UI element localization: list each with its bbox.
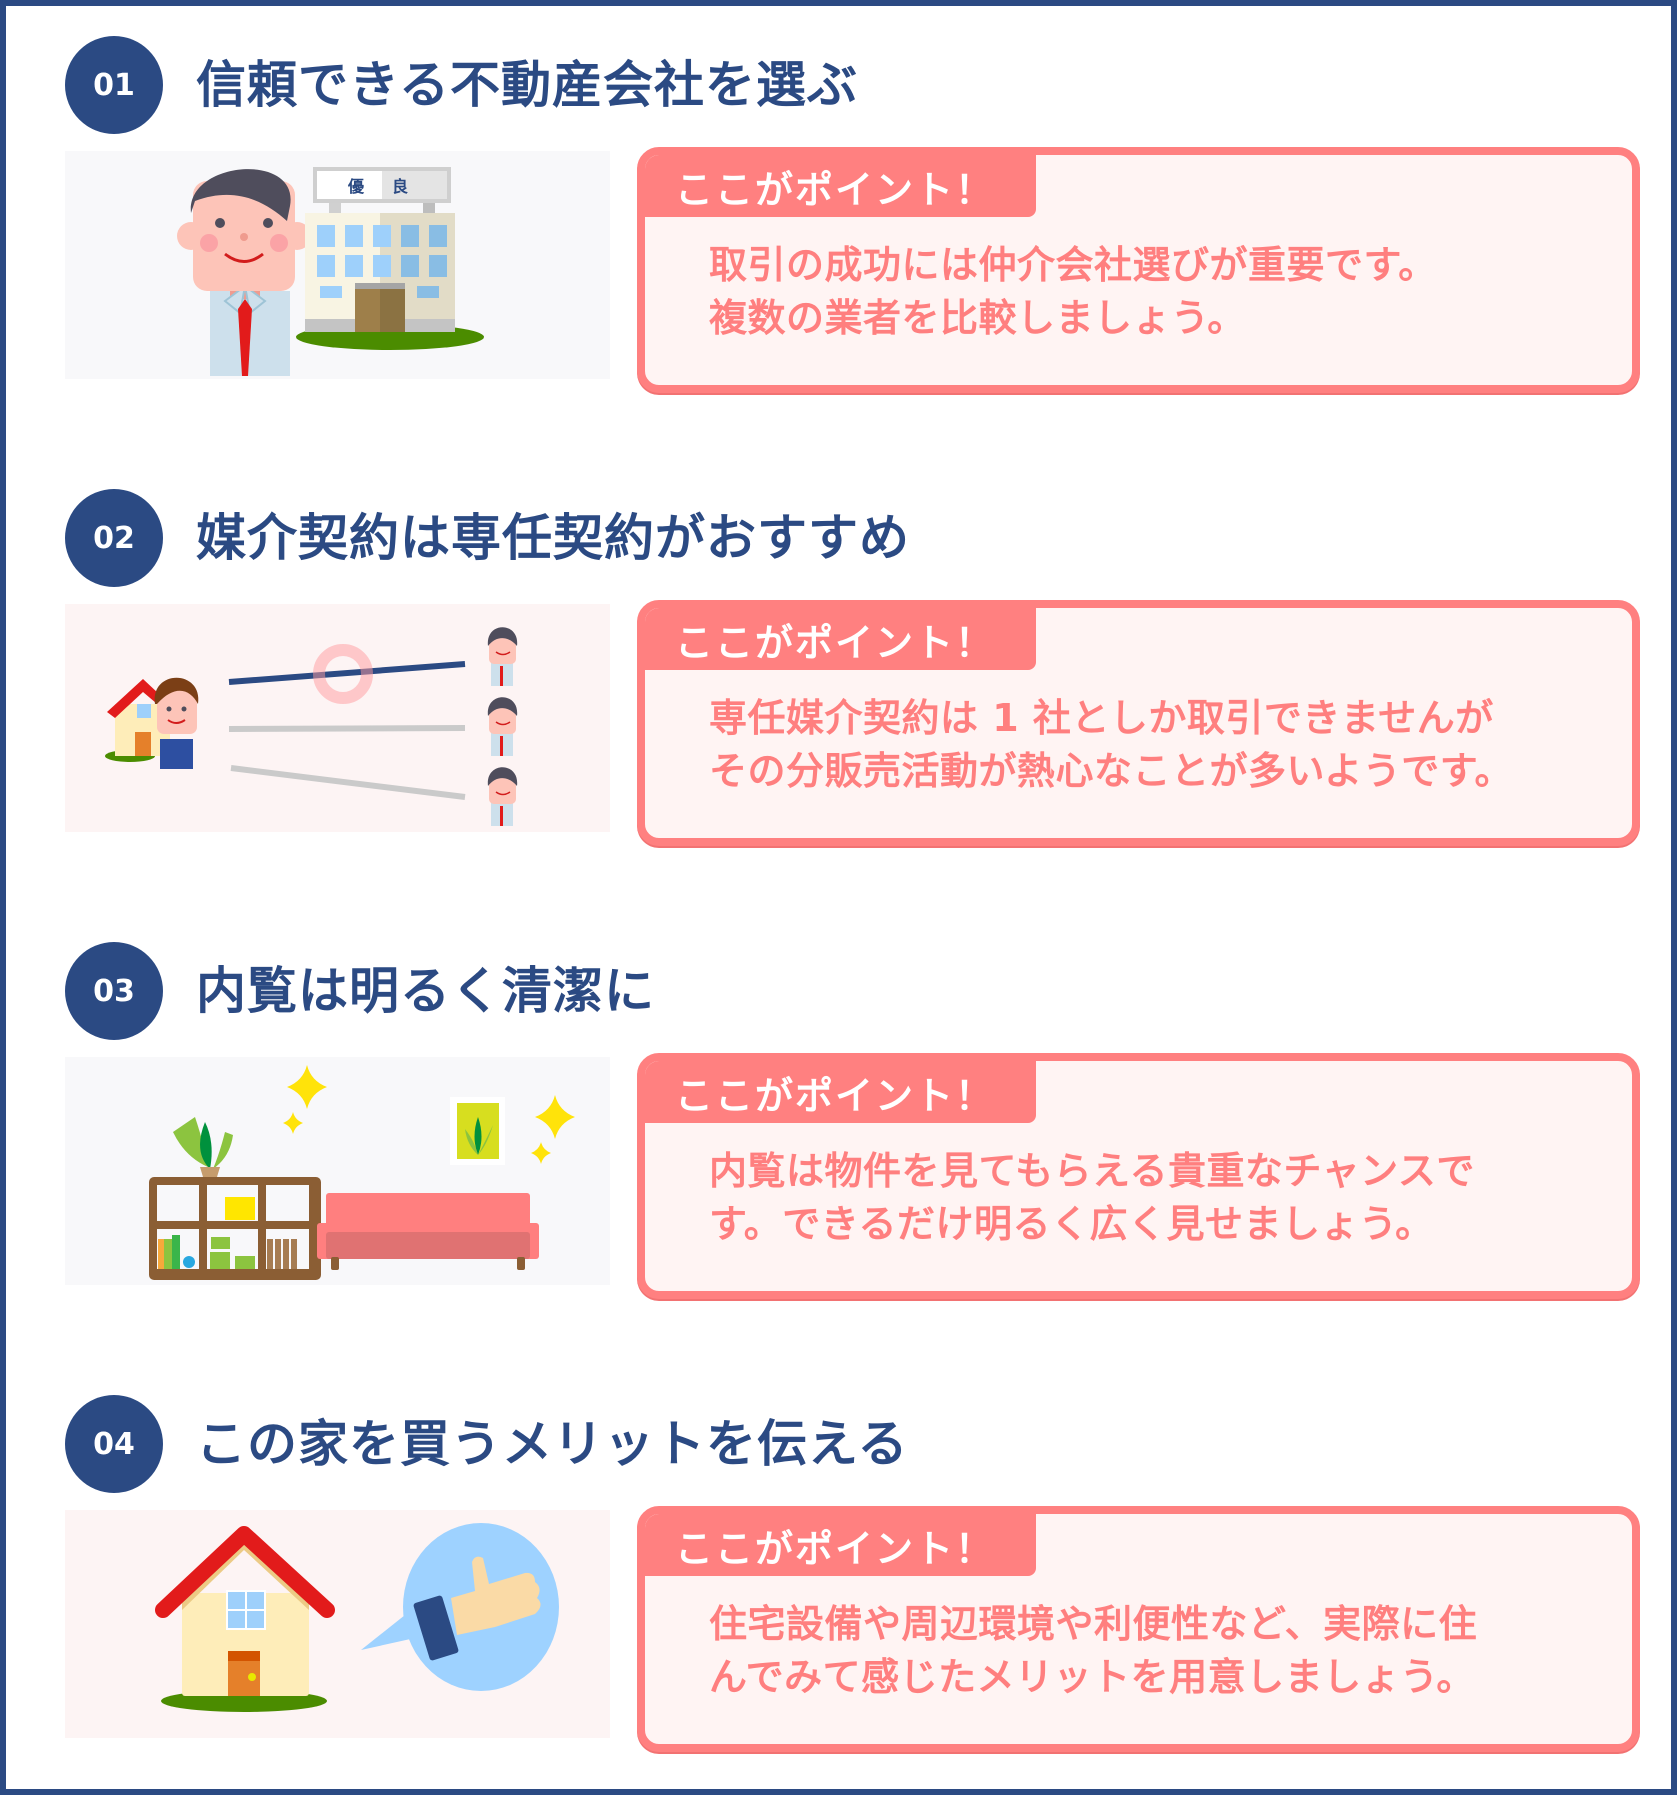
plant-icon xyxy=(173,1117,233,1177)
illustration-owner-and-agents xyxy=(65,604,610,832)
section-03: 03 内覧は明るく清潔に xyxy=(6,912,1677,1365)
point-text-line: 複数の業者を比較しましょう。 xyxy=(709,296,1246,340)
point-text-line: 取引の成功には仲介会社選びが重要です。 xyxy=(709,243,1437,287)
section-04: 04 この家を買うメリットを伝える xyxy=(6,1365,1677,1818)
sofa-icon xyxy=(317,1193,539,1270)
section-title: この家を買うメリットを伝える xyxy=(196,1415,909,1473)
point-text-line: す。できるだけ明るく広く見せましょう。 xyxy=(709,1202,1434,1246)
point-label: ここがポイント！ xyxy=(645,608,1036,670)
point-text-line: その分販売活動が熱心なことが多いようです。 xyxy=(709,749,1513,793)
point-text-line: んでみて感じたメリットを用意しましょう。 xyxy=(709,1655,1475,1699)
point-box: ここがポイント！ 取引の成功には仲介会社選びが重要です。 複数の業者を比較しまし… xyxy=(637,147,1640,393)
section-01: 01 信頼できる不動産会社を選ぶ xyxy=(6,6,1677,459)
section-title: 信頼できる不動産会社を選ぶ xyxy=(196,56,858,114)
agent-person-icon xyxy=(487,697,518,756)
section-title: 媒介契約は専任契約がおすすめ xyxy=(196,509,910,567)
point-text: 取引の成功には仲介会社選びが重要です。 複数の業者を比較しましょう。 xyxy=(709,239,1612,345)
agent-person-icon xyxy=(487,627,518,686)
point-label: ここがポイント！ xyxy=(645,1514,1036,1576)
agent-person-icon xyxy=(177,169,311,376)
step-number-badge: 03 xyxy=(65,942,163,1040)
illustration-agent-and-building: 優 良 xyxy=(65,151,610,379)
point-text-line: 住宅設備や周辺環境や利便性など、実際に住 xyxy=(709,1602,1478,1646)
point-box: ここがポイント！ 内覧は物件を見てもらえる貴重なチャンスで す。できるだけ明るく… xyxy=(637,1053,1640,1299)
house-icon xyxy=(155,1526,335,1712)
house-owner-icon xyxy=(105,677,199,769)
illustration-clean-living-room xyxy=(65,1057,610,1285)
section-title: 内覧は明るく清潔に xyxy=(196,962,655,1020)
svg-text:優: 優 xyxy=(347,177,365,196)
step-number-badge: 02 xyxy=(65,489,163,587)
point-text: 内覧は物件を見てもらえる貴重なチャンスで す。できるだけ明るく広く見せましょう。 xyxy=(709,1145,1612,1251)
bookshelf-icon xyxy=(149,1177,321,1280)
point-box: ここがポイント！ 住宅設備や周辺環境や利便性など、実際に住 んでみて感じたメリッ… xyxy=(637,1506,1640,1752)
point-text-line: 専任媒介契約は 1 社としか取引できませんが xyxy=(709,696,1494,740)
thumbs-up-icon xyxy=(413,1556,541,1661)
office-building-icon: 優 良 xyxy=(296,167,484,350)
wall-picture-icon xyxy=(450,1097,505,1165)
point-label: ここがポイント！ xyxy=(645,155,1036,217)
selected-circle-icon xyxy=(313,644,373,704)
point-text-line: 内覧は物件を見てもらえる貴重なチャンスで xyxy=(709,1149,1475,1193)
illustration-house-thumbs-up xyxy=(65,1510,610,1738)
section-02: 02 媒介契約は専任契約がおすすめ xyxy=(6,459,1677,912)
agent-person-icon xyxy=(487,767,518,826)
svg-text:良: 良 xyxy=(392,177,408,196)
point-label: ここがポイント！ xyxy=(645,1061,1036,1123)
step-number-badge: 01 xyxy=(65,36,163,134)
point-text: 専任媒介契約は 1 社としか取引できませんが その分販売活動が熱心なことが多いよ… xyxy=(709,692,1612,798)
point-box: ここがポイント！ 専任媒介契約は 1 社としか取引できませんが その分販売活動が… xyxy=(637,600,1640,846)
step-number-badge: 04 xyxy=(65,1395,163,1493)
point-text: 住宅設備や周辺環境や利便性など、実際に住 んでみて感じたメリットを用意しましょう… xyxy=(709,1598,1612,1704)
sparkle-icon xyxy=(283,1065,575,1164)
